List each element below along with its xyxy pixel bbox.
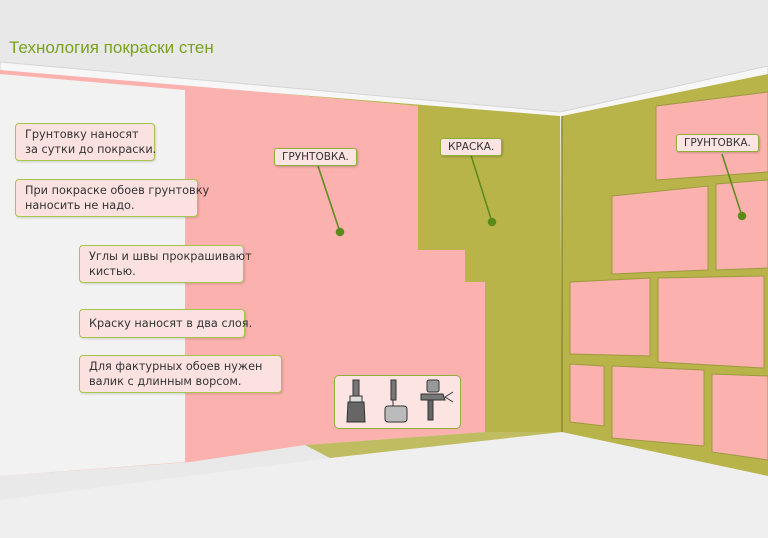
label-paint: КРАСКА. [440,138,503,156]
note-line: Краску наносят в два слоя. [89,317,253,330]
label-primer-front-wall: ГРУНТОВКА. [274,148,357,166]
note-line: Для фактурных обоев нужен [89,360,263,373]
note-corners-brush: Углы и швы прокрашивают кистью. [79,245,252,283]
note-line: кистью. [89,265,136,278]
note-line: Углы и швы прокрашивают [89,250,252,263]
label-primer-right-wall: ГРУНТОВКА. [676,134,759,152]
note-line: При покраске обоев грунтовку [25,184,210,197]
note-wallpaper-primer: При покраске обоев грунтовку наносить не… [15,179,210,217]
paint-roller-icon [384,379,408,423]
floor [0,432,768,538]
brush-icon [346,379,366,423]
ceiling-trim [0,61,768,121]
note-line: валик с длинным ворсом. [89,375,242,388]
page-title: Технология покраски стен [9,38,214,57]
note-primer-timing: Грунтовку наносят за сутки до покраски. [15,123,157,161]
spray-gun-icon [420,379,454,421]
note-line: за сутки до покраски. [25,143,157,156]
primer-tiles-right-wall [569,91,768,461]
paint-strip-bottom [305,432,562,458]
note-textured-roller: Для фактурных обоев нужен валик с длинны… [79,355,282,393]
tools-panel [334,375,461,429]
paint-area-front-wall [262,92,562,432]
label-leaders [317,151,747,237]
note-two-coats: Краску наносят в два слоя. [79,309,253,338]
note-line: наносить не надо. [25,199,135,212]
note-line: Грунтовку наносят [25,128,139,141]
